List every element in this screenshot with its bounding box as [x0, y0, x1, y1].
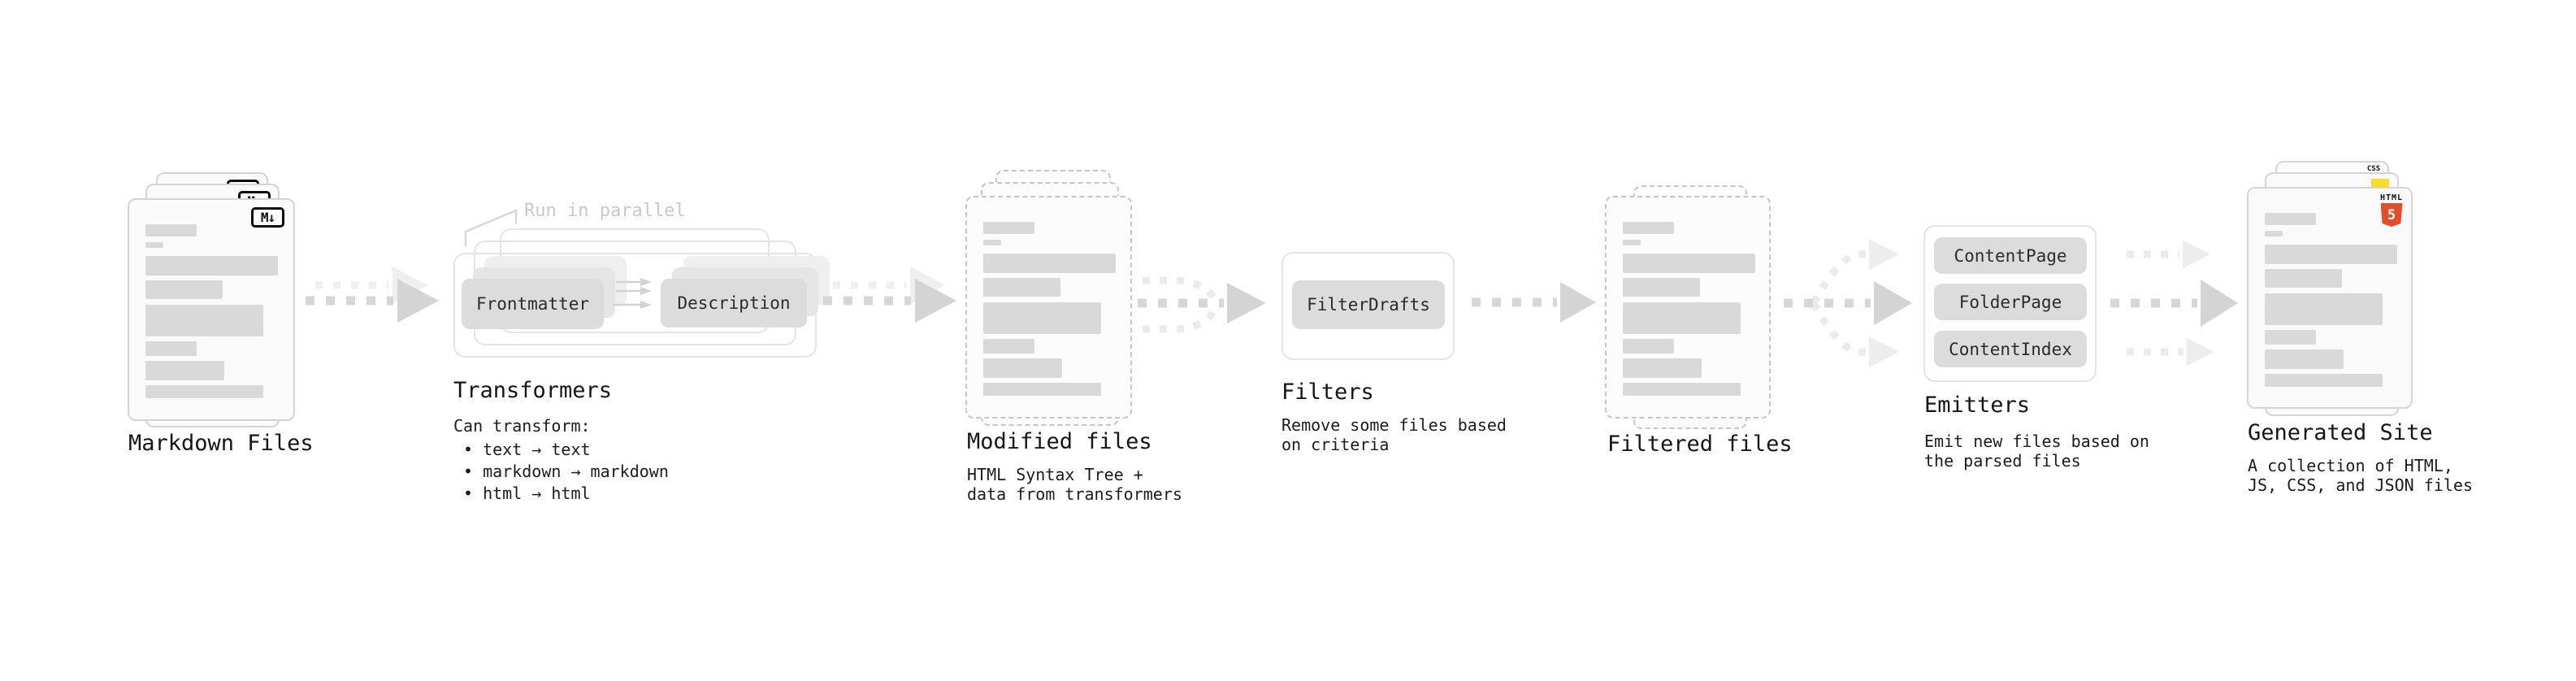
placeholder-bar — [145, 224, 197, 236]
transformers-desc-title: Can transform: — [453, 416, 591, 436]
markdown-icon: M↓ — [251, 207, 284, 228]
placeholder-bar — [145, 385, 263, 398]
modified-files-desc: data from transformers — [967, 484, 1182, 504]
placeholder-bar — [983, 254, 1116, 273]
emitter-folderpage-box: FolderPage — [1934, 284, 2087, 320]
placeholder-bar — [2265, 213, 2316, 225]
arrow-emitters-to-generated — [2110, 241, 2238, 366]
placeholder-bar — [1623, 254, 1755, 273]
transformers-bullet: • html → html — [463, 484, 591, 503]
emitters-desc: the parsed files — [1924, 451, 2081, 471]
filters-label: Filters — [1281, 380, 1374, 405]
placeholder-bar — [145, 361, 224, 380]
transformer-description-box: Description — [661, 279, 807, 327]
html5-icon: HTML 5 — [2379, 193, 2405, 227]
placeholder-bar — [983, 383, 1101, 396]
arrow-filters-to-filtered — [1472, 282, 1596, 323]
arrow-fork-filtered-to-emitters — [1784, 239, 1912, 367]
placeholder-bar — [2265, 349, 2344, 369]
placeholder-bar — [983, 278, 1060, 297]
emitter-contentpage-box: ContentPage — [1934, 237, 2087, 274]
transformer-frontmatter-box: Frontmatter — [462, 279, 604, 329]
placeholder-bar — [1623, 240, 1641, 245]
placeholder-bar — [2265, 374, 2383, 387]
emitters-box — [1923, 225, 2097, 382]
arrow-markdown-to-transformers — [306, 267, 439, 323]
file-card-front-html: HTML 5 — [2247, 187, 2413, 409]
filtered-files-label: Filtered files — [1607, 432, 1793, 457]
arrow-merge-modified-to-filters — [1138, 276, 1266, 333]
emitter-contentindex-box: ContentIndex — [1934, 331, 2087, 367]
filters-desc: on criteria — [1281, 435, 1390, 454]
placeholder-bar — [1623, 383, 1741, 396]
placeholder-bar — [1623, 222, 1674, 234]
generated-site-desc: A collection of HTML, — [2248, 456, 2453, 475]
placeholder-bar — [2265, 245, 2397, 264]
placeholder-bar — [145, 341, 197, 356]
generated-site-label: Generated Site — [2248, 420, 2433, 445]
file-card-front — [1605, 196, 1771, 419]
file-card-front — [965, 196, 1132, 419]
javascript-icon — [2371, 179, 2389, 189]
placeholder-bar — [1623, 358, 1702, 378]
annotation-leader-line — [464, 209, 518, 246]
modified-files-label: Modified files — [967, 429, 1152, 454]
modified-files-desc: HTML Syntax Tree + — [967, 465, 1143, 484]
placeholder-bar — [145, 280, 223, 299]
generated-site-desc: JS, CSS, and JSON files — [2248, 475, 2473, 495]
placeholder-bar — [1623, 339, 1674, 354]
transformers-label: Transformers — [453, 378, 613, 403]
transformers-bullet: • text → text — [463, 440, 591, 459]
placeholder-bar — [2265, 231, 2283, 236]
filters-desc: Remove some files based — [1281, 415, 1507, 435]
filters-box — [1281, 252, 1455, 360]
file-card-front: M↓ — [128, 198, 295, 421]
css-icon-label: CSS — [2366, 165, 2381, 173]
placeholder-bar — [145, 256, 278, 275]
placeholder-bar — [983, 358, 1062, 378]
placeholder-bar — [983, 240, 1001, 245]
placeholder-bar — [2265, 330, 2316, 345]
parallel-arrows-icon — [613, 278, 652, 309]
emitters-label: Emitters — [1924, 393, 2031, 418]
transformers-bullet: • markdown → markdown — [463, 462, 669, 481]
placeholder-bar — [983, 339, 1034, 354]
html5-icon-word: HTML — [2379, 193, 2404, 202]
filter-drafts-box: FilterDrafts — [1292, 280, 1445, 329]
placeholder-bar — [2265, 293, 2383, 325]
placeholder-bar — [2265, 269, 2342, 288]
placeholder-bar — [983, 302, 1101, 334]
placeholder-bar — [145, 305, 263, 336]
placeholder-bar — [983, 222, 1034, 234]
placeholder-bar — [1623, 278, 1700, 297]
arrow-transformers-to-modified — [823, 267, 956, 323]
html5-icon-shield: 5 — [2380, 203, 2403, 227]
placeholder-bar — [1623, 302, 1741, 334]
run-in-parallel-annotation: Run in parallel — [524, 201, 686, 221]
emitters-desc: Emit new files based on — [1924, 432, 2149, 451]
placeholder-bar — [145, 242, 163, 248]
markdown-files-label: Markdown Files — [128, 431, 314, 456]
